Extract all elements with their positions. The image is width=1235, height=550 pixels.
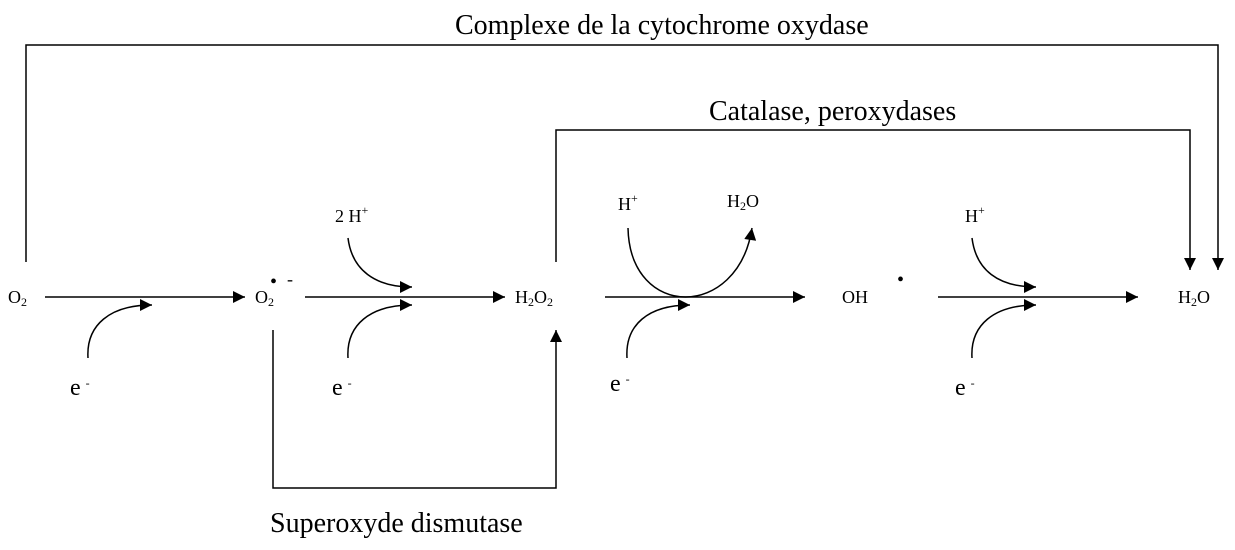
superoxide-radical-dot: • [270,271,278,293]
bracket-catalase [555,129,1196,270]
electron-3: e- [610,371,630,397]
reagent-two-protons: 2 H+ [335,203,369,226]
reagent-water-out: H2O [727,191,759,213]
species-superoxide: O2 [255,287,274,309]
curve-electron-4 [971,299,1037,359]
curve-proton-water [627,227,757,298]
species-hydroxyl: OH [842,287,868,307]
electron-4: e- [955,375,975,401]
superoxide-charge: - [287,269,293,289]
curve-electron-2 [347,299,413,359]
bracket-superoxide-dismutase [272,330,562,489]
curve-proton-2 [971,237,1037,293]
electron-1: e- [70,375,90,401]
bracket-cytochrome-oxidase [25,44,1224,270]
label-superoxide-dismutase: Superoxyde dismutase [270,508,523,539]
electron-2: e- [332,375,352,401]
label-cytochrome-oxidase: Complexe de la cytochrome oxydase [455,10,869,41]
curve-electron-3 [626,299,691,359]
species-water: H2O [1178,287,1210,309]
label-catalase: Catalase, peroxydases [709,96,957,127]
species-o2: O2 [8,287,27,309]
hydroxyl-radical-dot: • [897,269,905,291]
species-hydrogen-peroxide: H2O2 [515,287,553,309]
curve-electron-1 [87,299,153,359]
reagent-proton: H+ [965,203,985,226]
reagent-proton-in: H+ [618,191,638,214]
curve-two-protons [347,237,413,293]
